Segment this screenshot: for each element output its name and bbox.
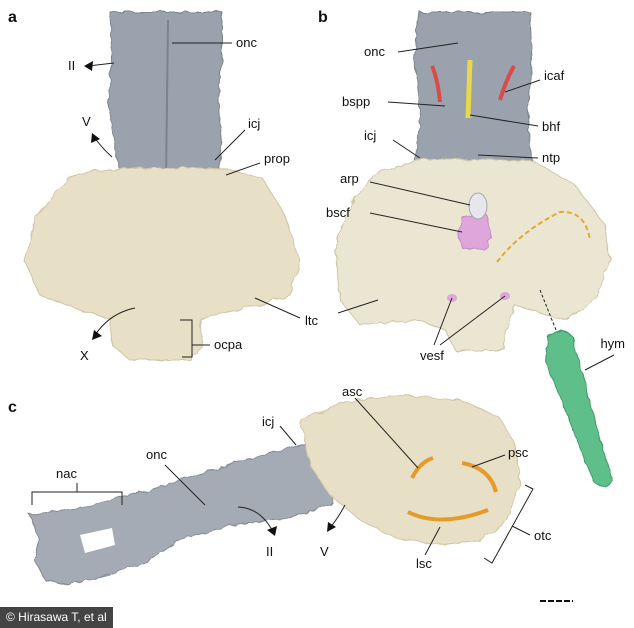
panel-b-leader-bscf xyxy=(369,212,463,233)
panel-c-arrow-II-head xyxy=(267,526,277,536)
panel-b-leader-vesf-right xyxy=(439,295,506,346)
panel-b-leader-ntp xyxy=(477,154,539,159)
panel-b-label-bspp: bspp xyxy=(342,94,370,109)
panel-a-label-prop: prop xyxy=(264,151,290,166)
panel-c-asc xyxy=(410,456,434,479)
panel-c-label-asc: asc xyxy=(342,384,363,399)
panel-a-arrow-V-head xyxy=(91,133,100,143)
panel-b-label-icj: icj xyxy=(364,128,376,143)
panel-c-psc xyxy=(461,461,498,493)
panel-b-leader-onc xyxy=(397,42,459,53)
panel-c-label-psc: psc xyxy=(508,445,529,460)
panel-b-label-ntp: ntp xyxy=(542,150,560,165)
panel-b-bhf xyxy=(465,59,473,119)
panel-c: c asc icj onc nac psc II V xyxy=(8,384,573,602)
panel-a-leader-prop xyxy=(225,162,261,176)
panel-b-leader-vesf-left xyxy=(433,297,453,346)
panel-b-leader-ltc xyxy=(337,299,379,314)
panel-c-label-otc: otc xyxy=(534,528,552,543)
panel-c-leader-icj xyxy=(279,425,297,446)
panel-c-label-nac: nac xyxy=(56,466,77,481)
panel-c-leader-asc xyxy=(354,397,419,469)
panel-b-leader-bhf xyxy=(469,114,539,127)
panel-c-label-lsc: lsc xyxy=(416,556,432,571)
panel-b-label-onc: onc xyxy=(364,44,385,59)
panel-c-nasal-capsule-gap xyxy=(80,528,115,553)
panel-b-label-hym: hym xyxy=(600,336,625,351)
panel-c-arrow-II xyxy=(237,506,273,531)
panel-b-leader-arp xyxy=(369,181,471,206)
panel-b-label-bscf: bscf xyxy=(326,205,350,220)
panel-c-label-onc: onc xyxy=(146,447,167,462)
panel-a-neurocranium-groove xyxy=(165,19,169,181)
panel-b-braincase xyxy=(334,159,611,351)
panel-a-arrow-X xyxy=(94,307,136,336)
panel-c-label-II: II xyxy=(266,544,273,559)
panel-b-dashed-canal xyxy=(496,210,591,263)
panel-b-label-icaf: icaf xyxy=(544,68,565,83)
panel-a-label-ocpa: ocpa xyxy=(214,337,243,352)
panel-a: a II V onc icj prop ltc X ocpa xyxy=(8,9,319,363)
panel-c-leader-otc xyxy=(511,525,531,536)
panel-c-label-icj: icj xyxy=(262,414,274,429)
panel-c-leader-psc xyxy=(471,454,506,468)
panel-b-hyomandibula xyxy=(545,330,613,487)
image-credit: © Hirasawa T, et al xyxy=(0,607,113,628)
panel-b-label-arp: arp xyxy=(340,171,359,186)
panel-a-arrow-II-head xyxy=(84,61,93,71)
panel-a-label-ltc: ltc xyxy=(305,313,319,328)
panel-a-leader-ltc xyxy=(254,297,301,319)
panel-c-label-V: V xyxy=(320,544,329,559)
panel-a-bracket-ocpa xyxy=(180,319,193,358)
panel-b-leader-icj xyxy=(392,139,421,159)
panel-a-label-V: V xyxy=(82,114,91,129)
panel-a-label-onc: onc xyxy=(236,35,257,50)
panel-b-leader-hym xyxy=(584,354,615,371)
panel-b-bscf xyxy=(457,213,493,251)
panel-a-label-icj: icj xyxy=(248,116,260,131)
panel-b-label-bhf: bhf xyxy=(542,119,560,134)
panel-c-leader-onc xyxy=(164,464,206,506)
panel-b-icaf-right xyxy=(498,65,516,101)
panel-a-label-X: X xyxy=(80,348,89,363)
panel-c-braincase xyxy=(299,394,521,546)
panel-a-arrow-X-head xyxy=(92,330,102,340)
panel-b-hym-connector xyxy=(539,289,557,331)
panel-a-braincase xyxy=(24,167,301,361)
panel-c-arrow-V-head xyxy=(327,522,336,532)
panel-c-lsc xyxy=(407,508,489,522)
panel-b-arp xyxy=(468,192,488,220)
panel-c-leader-lsc xyxy=(424,526,441,556)
panel-c-neurocranium xyxy=(29,439,346,586)
panel-c-arrow-V xyxy=(329,504,346,529)
panel-b-icaf-left xyxy=(430,65,442,103)
panel-c-letter: c xyxy=(8,399,17,416)
panel-a-neurocranium xyxy=(107,11,223,186)
panel-a-leader-icj xyxy=(214,129,246,161)
panel-a-label-II: II xyxy=(68,58,75,73)
panel-b-leader-bspp xyxy=(387,101,446,107)
panel-a-letter: a xyxy=(8,9,17,26)
panel-b-label-vesf: vesf xyxy=(420,348,444,363)
panel-b-leader-icaf xyxy=(504,79,541,93)
panel-b: b onc icaf bspp bhf icj xyxy=(318,9,625,487)
panel-b-letter: b xyxy=(318,9,328,26)
